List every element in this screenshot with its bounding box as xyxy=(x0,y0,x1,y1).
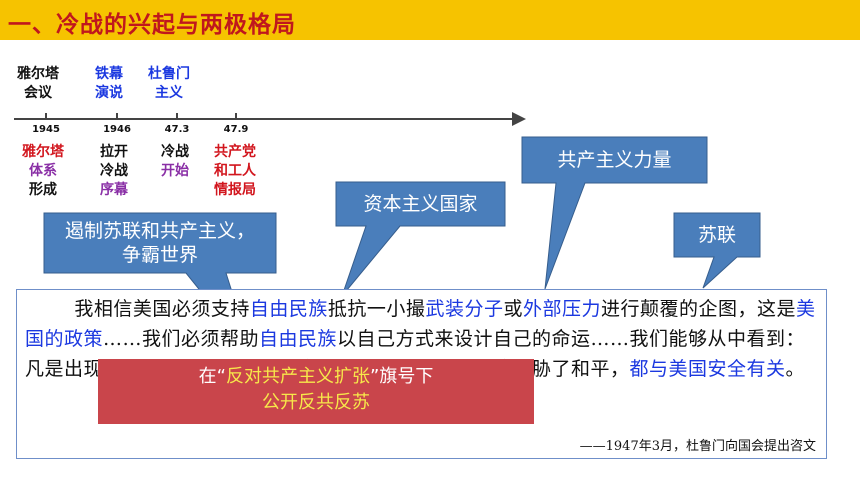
callout-contain-text: 遏制苏联和共产主义， 争霸世界 xyxy=(64,220,255,266)
year-label: 1945 xyxy=(32,124,60,135)
timeline-top-label-truman: 杜鲁门 主义 xyxy=(148,66,190,101)
highlight-outside-pressure: 外部压力 xyxy=(522,298,601,320)
timeline-bottom-label-yalta-system: 雅尔塔 体系 形成 xyxy=(22,144,64,198)
banner-line-1: 在“反对共产主义扩张”旗号下 xyxy=(198,366,434,387)
callout-capitalist-shape xyxy=(335,181,506,297)
timeline-top-label-iron-curtain: 铁幕 演说 xyxy=(95,66,123,101)
timeline-bottom-label-cold-war-start: 冷战 开始 xyxy=(161,144,189,179)
highlight-free-peoples: 自由民族 xyxy=(249,298,328,320)
banner-line-2: 公开反共反苏 xyxy=(262,392,370,413)
header-bar: 一、冷战的兴起与两极格局 xyxy=(0,0,860,40)
callout-capitalist-text: 资本主义国家 xyxy=(363,193,478,215)
timeline-bottom-label-cold-war-prelude: 拉开 冷战 序幕 xyxy=(100,144,128,198)
highlight-us-security: 都与美国安全有关 xyxy=(629,358,786,380)
timeline-bottom-label-cominform: 共产党 和工人 情报局 xyxy=(214,144,256,198)
callout-soviet-text: 苏联 xyxy=(697,224,736,246)
timeline-axis xyxy=(14,112,526,126)
banner-slogan: 反对共产主义扩张 xyxy=(226,366,370,387)
highlight-armed-minorities: 武装分子 xyxy=(425,298,504,320)
anti-communism-banner: 在“反对共产主义扩张”旗号下 公开反共反苏 xyxy=(98,359,534,424)
page-title: 一、冷战的兴起与两极格局 xyxy=(8,12,296,38)
quote-source: ——1947年3月，杜鲁门向国会提出咨文 xyxy=(579,439,816,454)
highlight-free-peoples-2: 自由民族 xyxy=(259,328,338,350)
year-label: 47.9 xyxy=(223,124,249,135)
year-label: 47.3 xyxy=(164,124,190,135)
callout-communist-text: 共产主义力量 xyxy=(557,149,672,171)
year-label: 1946 xyxy=(103,124,131,135)
highlight-us-policy: 美国的政策 xyxy=(25,298,816,350)
callout-communist-shape xyxy=(521,136,708,290)
callout-soviet-shape xyxy=(673,212,761,289)
timeline-top-label-yalta: 雅尔塔 会议 xyxy=(17,66,59,101)
